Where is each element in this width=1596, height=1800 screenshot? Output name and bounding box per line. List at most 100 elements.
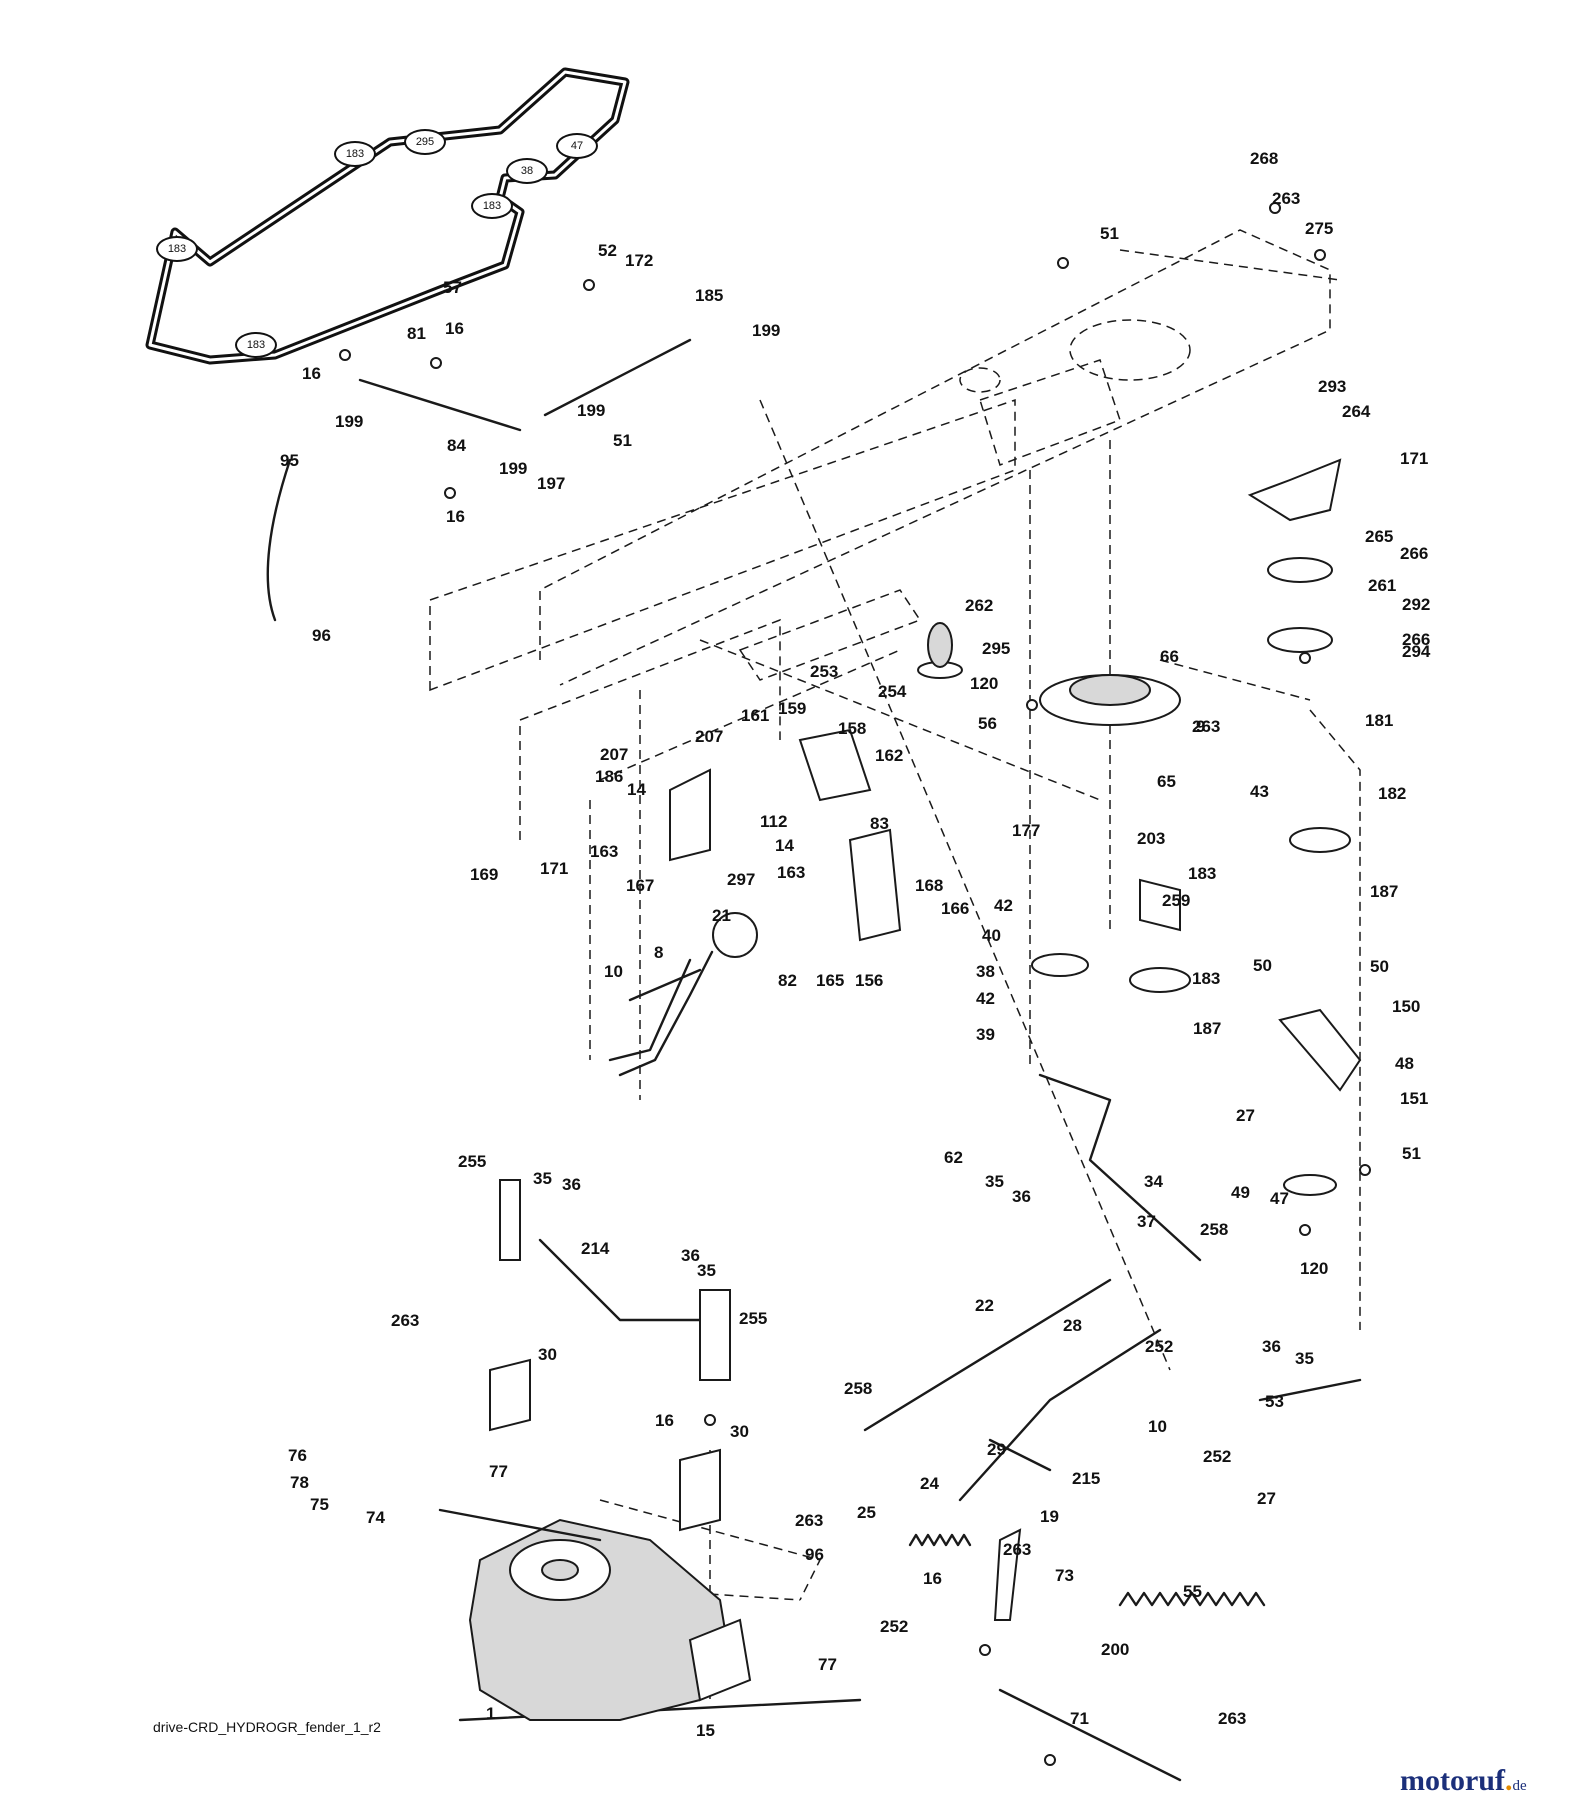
callout: 24 xyxy=(920,1474,939,1493)
callout: 42 xyxy=(976,989,995,1008)
callout: 254 xyxy=(878,682,907,701)
callout: 255 xyxy=(739,1309,768,1328)
callout: 66 xyxy=(1160,647,1179,666)
callout: 10 xyxy=(1148,1417,1167,1436)
callout: 265 xyxy=(1365,527,1394,546)
callout: 163 xyxy=(777,863,806,882)
callout: 261 xyxy=(1368,576,1397,595)
callout: 83 xyxy=(870,814,889,833)
callout: 199 xyxy=(335,412,364,431)
callout: 52 xyxy=(598,241,617,260)
fasteners xyxy=(339,202,1371,1766)
callout: 36 xyxy=(562,1175,581,1194)
callout: 34 xyxy=(1144,1172,1163,1191)
diagram-filename: drive-CRD_HYDROGR_fender_1_r2 xyxy=(153,1719,381,1735)
callout: 27 xyxy=(1236,1106,1255,1125)
callout: 263 xyxy=(1003,1540,1032,1559)
callout: 78 xyxy=(290,1473,309,1492)
callout: 215 xyxy=(1072,1469,1101,1488)
callout: 62 xyxy=(944,1148,963,1167)
callout: 207 xyxy=(600,745,629,764)
callout: 203 xyxy=(1137,829,1166,848)
callout: 1 xyxy=(486,1704,496,1723)
callout: 185 xyxy=(695,286,724,305)
callout: 266 xyxy=(1402,630,1431,649)
callout: 171 xyxy=(540,859,569,878)
callout: 263 xyxy=(391,1311,420,1330)
callout: 294 xyxy=(1402,642,1431,661)
callout: 25 xyxy=(857,1503,876,1522)
callout: 293 xyxy=(1318,377,1347,396)
callout: 65 xyxy=(1157,772,1176,791)
callout: 183 xyxy=(1188,864,1217,883)
callout: 50 xyxy=(1253,956,1272,975)
callout: 162 xyxy=(875,746,904,765)
callout: 112 xyxy=(760,812,788,831)
callout: 96 xyxy=(312,626,331,645)
callout: 15 xyxy=(696,1721,715,1740)
callout: 258 xyxy=(844,1379,873,1398)
callout: 51 xyxy=(1402,1144,1421,1163)
callout: 75 xyxy=(310,1495,329,1514)
callout: 263 xyxy=(1192,717,1221,736)
callout: 252 xyxy=(1203,1447,1232,1466)
callout: 35 xyxy=(985,1172,1004,1191)
callout: 263 xyxy=(1218,1709,1247,1728)
callout: 42 xyxy=(994,896,1013,915)
frame-outline xyxy=(429,229,1361,1700)
callout: 39 xyxy=(976,1025,995,1044)
callout: 51 xyxy=(613,431,632,450)
callout: 165 xyxy=(816,971,845,990)
callout: 255 xyxy=(458,1152,487,1171)
callout: 295 xyxy=(982,639,1011,658)
callout: 263 xyxy=(795,1511,824,1530)
brackets xyxy=(489,458,1362,1621)
callout: 50 xyxy=(1370,957,1389,976)
callout: 36 xyxy=(1262,1337,1281,1356)
callout: 57 xyxy=(443,278,462,297)
callout: 14 xyxy=(775,836,794,855)
belt-pulley-label: 295 xyxy=(404,129,446,155)
callout: 53 xyxy=(1265,1392,1284,1411)
callout: 49 xyxy=(1231,1183,1250,1202)
watermark-name: motoruf xyxy=(1400,1764,1505,1797)
callout: 77 xyxy=(818,1655,837,1674)
callout: 161 xyxy=(741,706,770,725)
callout: 297 xyxy=(727,870,756,889)
callout: 207 xyxy=(695,727,724,746)
callout: 14 xyxy=(627,780,646,799)
callout: 96 xyxy=(805,1545,824,1564)
belt-pulley-label: 38 xyxy=(506,158,548,184)
pulleys xyxy=(917,557,1351,1196)
belt-pulley-label: 183 xyxy=(156,236,198,262)
callout: 35 xyxy=(697,1261,716,1280)
watermark-suffix: de xyxy=(1512,1778,1527,1794)
callout: 16 xyxy=(655,1411,674,1430)
callout: 183 xyxy=(1192,969,1221,988)
callout: 150 xyxy=(1392,997,1421,1016)
callout: 19 xyxy=(1040,1507,1059,1526)
callout: 36 xyxy=(1012,1187,1031,1206)
callout: 262 xyxy=(965,596,994,615)
callout: 51 xyxy=(1100,224,1119,243)
callout: 27 xyxy=(1257,1489,1276,1508)
callout: 28 xyxy=(1063,1316,1082,1335)
callout: 169 xyxy=(470,865,499,884)
callout: 166 xyxy=(941,899,970,918)
drive-belt xyxy=(145,67,630,365)
callout: 76 xyxy=(288,1446,307,1465)
callout: 259 xyxy=(1162,891,1191,910)
callout: 199 xyxy=(752,321,781,340)
spring-25 xyxy=(908,1533,972,1547)
callout: 151 xyxy=(1400,1089,1429,1108)
callout: 38 xyxy=(976,962,995,981)
callout: 181 xyxy=(1365,711,1394,730)
callout: 186 xyxy=(595,767,624,786)
callout: 292 xyxy=(1402,595,1431,614)
gear-lever xyxy=(618,912,758,1077)
callout: 43 xyxy=(1250,782,1269,801)
callout: 182 xyxy=(1378,784,1407,803)
callout: 167 xyxy=(626,876,655,895)
belt-pulley-label: 47 xyxy=(556,133,598,159)
belt-pulley-label: 183 xyxy=(235,332,277,358)
